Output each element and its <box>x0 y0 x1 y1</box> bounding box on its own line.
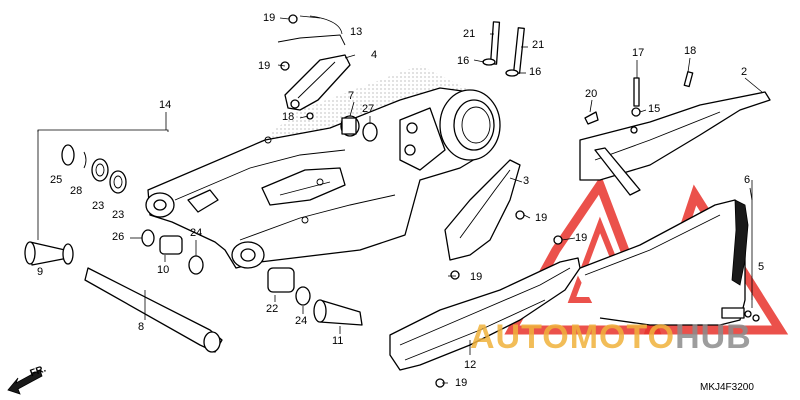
callout-2: 2 <box>741 66 748 78</box>
callout-19: 19 <box>258 60 271 72</box>
callout-23: 23 <box>92 200 105 212</box>
callout-12: 12 <box>464 359 477 371</box>
callout-13: 13 <box>350 26 363 38</box>
callout-21: 21 <box>532 39 545 51</box>
callout-22: 22 <box>266 303 279 315</box>
callout-15: 15 <box>648 103 661 115</box>
callout-19: 19 <box>470 271 483 283</box>
callout-11: 11 <box>332 335 344 347</box>
chain-slider <box>444 159 525 280</box>
callout-27: 27 <box>362 103 375 115</box>
callout-16: 16 <box>457 55 470 67</box>
callout-19: 19 <box>535 212 548 224</box>
watermark-text-1: AUTOMOTO <box>470 318 676 356</box>
callout-8: 8 <box>138 321 145 333</box>
callout-19: 19 <box>575 232 588 244</box>
callout-9: 9 <box>37 266 44 278</box>
callout-10: 10 <box>157 264 170 276</box>
callout-20: 20 <box>585 88 598 100</box>
bracket-assembly <box>277 14 351 111</box>
chain-case <box>389 235 581 388</box>
drive-chain <box>574 199 760 326</box>
callout-6: 6 <box>744 174 751 186</box>
callout-16: 16 <box>529 66 542 78</box>
callout-3: 3 <box>523 175 530 187</box>
collar-9 <box>24 241 74 266</box>
watermark-text: AUTOMOTOHUB <box>470 318 752 357</box>
callout-7: 7 <box>348 90 355 102</box>
callout-26: 26 <box>112 231 125 243</box>
diagram-code: MKJ4F3200 <box>700 382 754 393</box>
pivot-shaft <box>84 267 223 353</box>
watermark-text-2: HUB <box>675 318 752 356</box>
leader-lines <box>37 15 763 384</box>
callout-5: 5 <box>758 261 765 273</box>
front-direction-arrow <box>7 369 43 395</box>
callout-24: 24 <box>190 227 203 239</box>
callout-21: 21 <box>463 28 476 40</box>
callout-4: 4 <box>371 49 378 61</box>
callout-14: 14 <box>159 99 172 111</box>
part-7-collar <box>306 112 378 142</box>
bolts-21 <box>482 21 525 77</box>
pivot-bearings-center <box>141 229 204 275</box>
callout-17: 17 <box>632 47 645 59</box>
callout-28: 28 <box>70 185 83 197</box>
callout-18: 18 <box>282 111 295 123</box>
chain-guide <box>579 71 771 196</box>
pivot-bearings-left <box>61 144 127 194</box>
callout-19: 19 <box>455 377 468 389</box>
callout-24: 24 <box>295 315 308 327</box>
callout-19: 19 <box>263 12 276 24</box>
pivot-bearings-right <box>267 267 363 326</box>
callout-23: 23 <box>112 209 125 221</box>
callout-18: 18 <box>684 45 697 57</box>
callout-25: 25 <box>50 174 63 186</box>
swingarm <box>145 87 501 269</box>
